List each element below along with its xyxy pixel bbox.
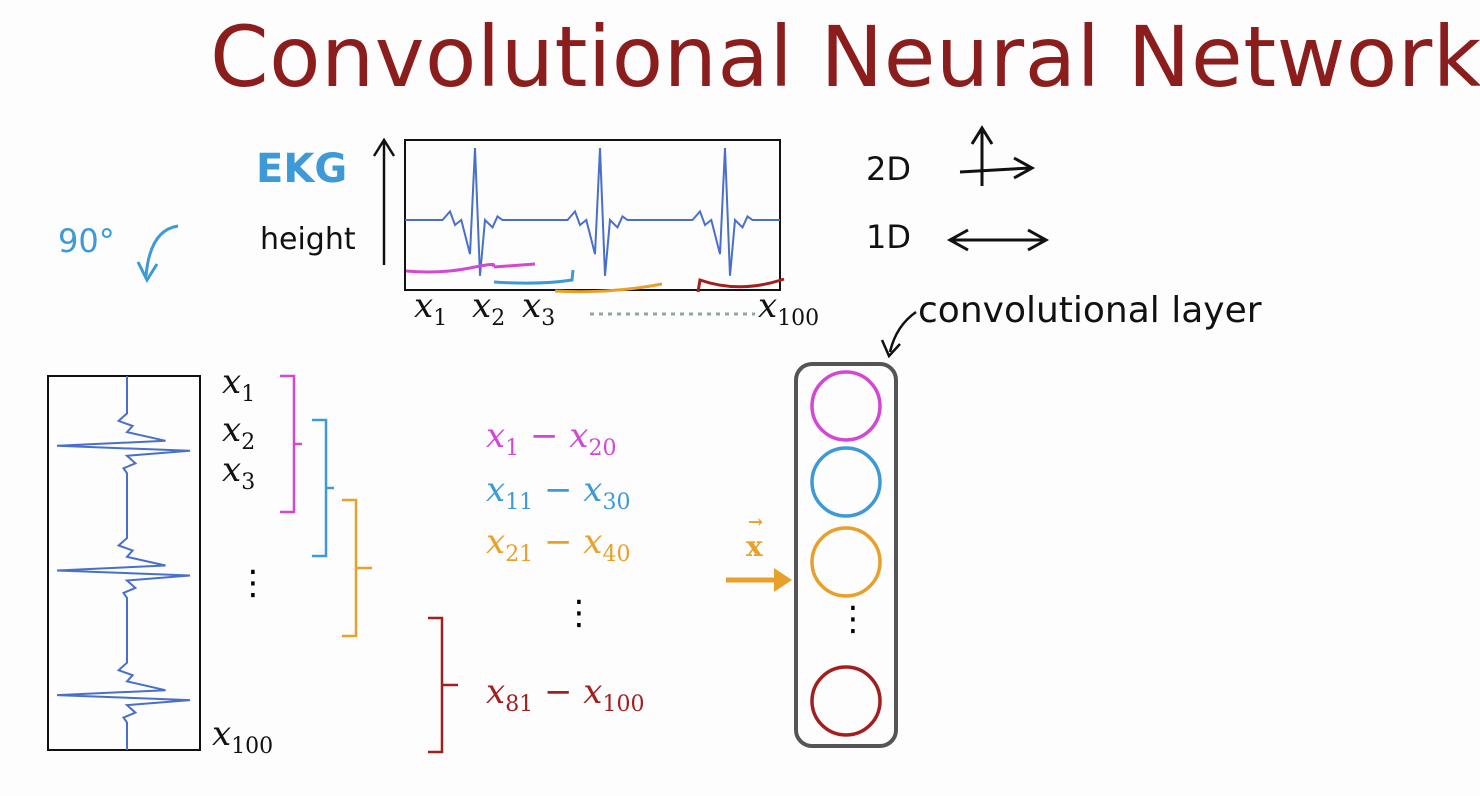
v-input-x1: x1: [222, 362, 256, 407]
neuron-darkred: [810, 665, 882, 737]
ekg-vertical-signal: [56, 376, 191, 750]
bracket-magenta: [280, 374, 302, 514]
segment-mark-darkred: [696, 277, 785, 293]
v-input-ellipsis: ⋮: [236, 563, 270, 603]
segment-mark-orange: [554, 282, 663, 294]
segment-mark-magenta: [405, 262, 496, 274]
bracket-darkred: [428, 616, 458, 754]
range-11-30: x11 − x30: [486, 470, 631, 515]
height-arrow-icon: [372, 137, 396, 265]
segment-mark-magenta-2: [493, 262, 536, 269]
v-input-x2: x2: [222, 410, 256, 455]
height-label: height: [260, 222, 356, 257]
one-d-arrow-icon: [946, 228, 1050, 252]
bracket-blue: [312, 418, 334, 558]
two-d-arrows-icon: [959, 125, 1036, 186]
conv-layer-label: convolutional layer: [918, 290, 1262, 331]
ekg-vertical-frame: [47, 375, 201, 751]
neuron-blue: [810, 446, 882, 518]
v-input-x3: x3: [222, 450, 256, 495]
h-input-x3: x3: [522, 286, 556, 331]
bracket-orange: [342, 498, 372, 638]
dimension-2d-label: 2D: [866, 150, 911, 188]
page-title: Convolutional Neural Network: [210, 8, 1480, 106]
conv-layer-box: [794, 362, 898, 748]
h-input-x1: x1: [414, 286, 448, 331]
range-21-40: x21 − x40: [486, 522, 631, 567]
ekg-label: EKG: [256, 146, 348, 192]
range-ellipsis: ⋮: [562, 593, 596, 633]
input-vector-label: →x: [746, 512, 764, 563]
range-81-100: x81 − x100: [486, 672, 645, 717]
range-1-20: x1 − x20: [486, 416, 617, 461]
dimension-1d-label: 1D: [866, 218, 911, 256]
rotate-arrow-icon: [136, 224, 179, 284]
h-input-x100: x100: [758, 286, 820, 331]
input-arrow-icon: [726, 568, 792, 592]
h-input-x2: x2: [472, 286, 506, 331]
ekg-horizontal-frame: [404, 139, 781, 291]
ekg-horizontal-signal: [405, 147, 780, 276]
label-pointer-arrow-icon: [880, 310, 917, 359]
neuron-orange: [810, 526, 882, 598]
segment-mark-blue: [493, 269, 575, 285]
rotation-label: 90°: [58, 222, 115, 260]
neuron-magenta: [810, 370, 882, 442]
neuron-ellipsis: ⋮: [836, 599, 870, 639]
v-input-x100: x100: [212, 714, 274, 759]
